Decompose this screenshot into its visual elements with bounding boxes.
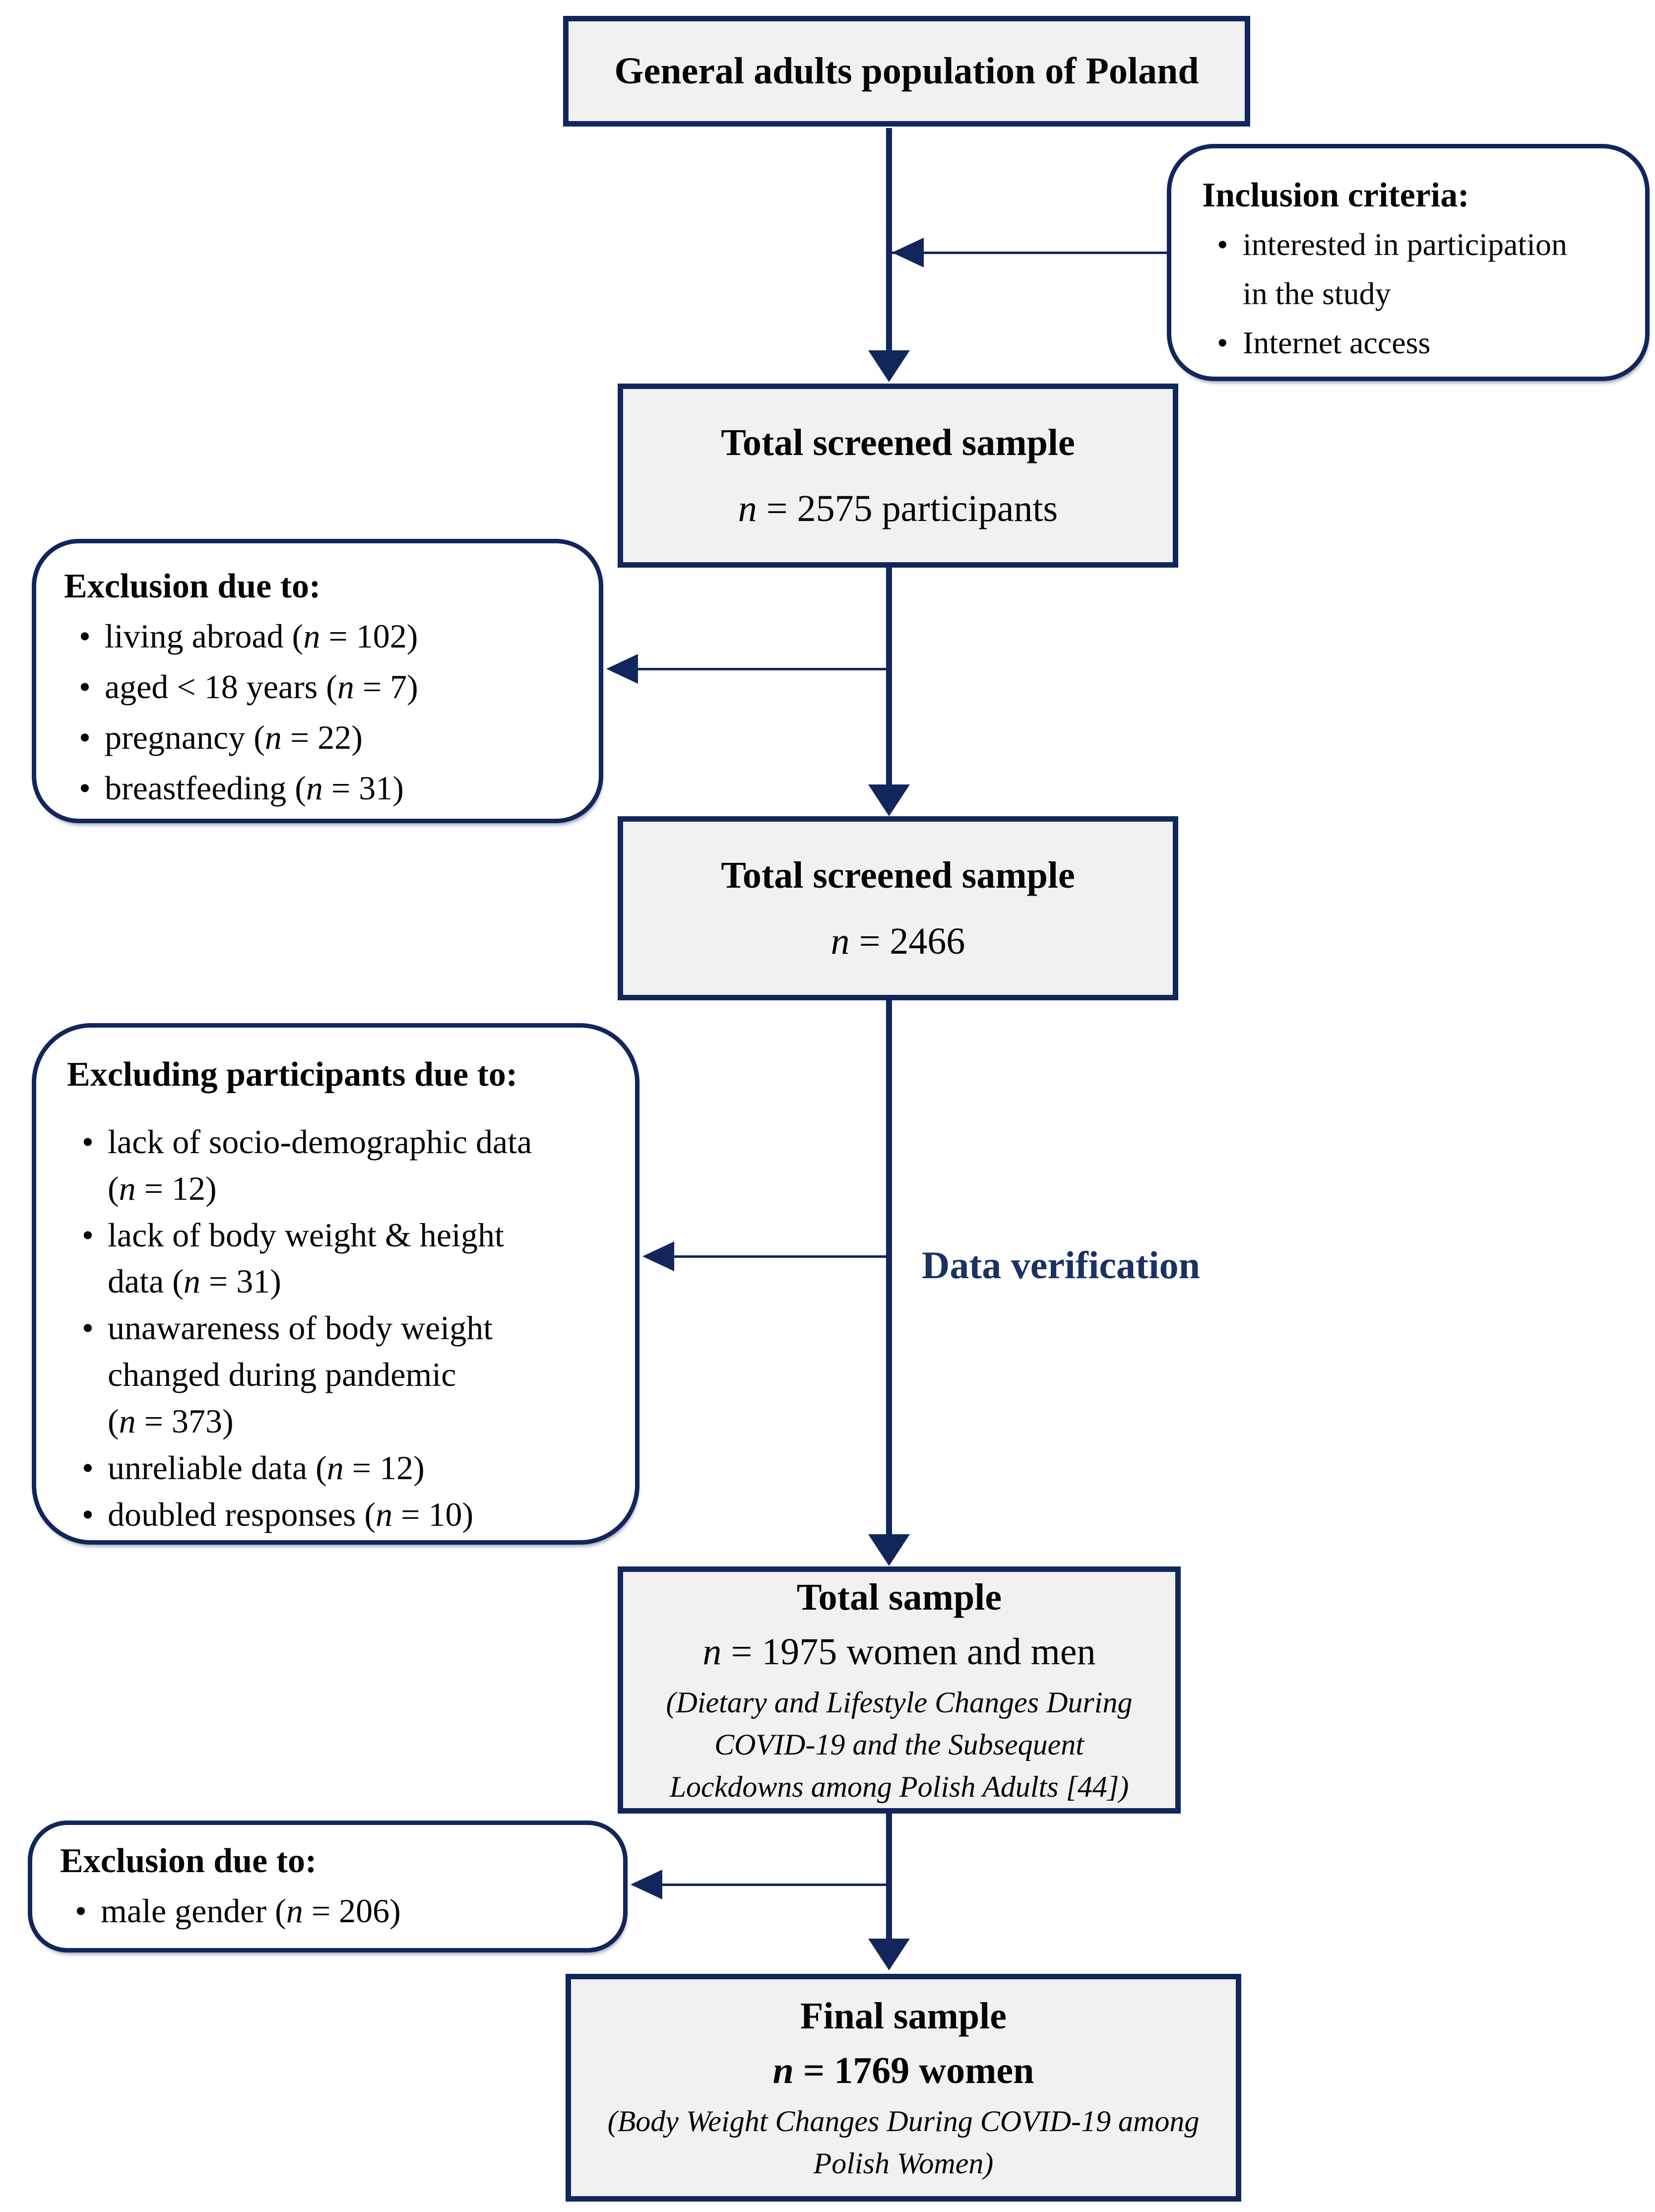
arrowhead-down-4 — [868, 1939, 910, 1970]
final-sample-box: Final sample n = 1769 women (Body Weight… — [566, 1974, 1241, 2202]
exclusion-2-bullet: • doubled responses (n = 10) — [82, 1492, 622, 1538]
exclusion-box-1: Exclusion due to: • living abroad (n = 1… — [32, 539, 603, 823]
exclusion-3-bullet: • male gender (n = 206) — [75, 1886, 610, 1936]
bullet-icon: • — [79, 668, 91, 706]
exclusion-1-bullet: • living abroad (n = 102) — [79, 611, 586, 661]
final-sample-title: Final sample — [800, 1995, 1007, 2037]
total-sample-title: Total sample — [796, 1576, 1002, 1618]
bullet-icon: • — [79, 617, 91, 655]
connector-exclusion-3 — [662, 1884, 886, 1886]
inclusion-bullet: • Internet access — [1217, 318, 1631, 367]
population-box-title: General adults population of Poland — [614, 50, 1199, 92]
bullet-icon: • — [82, 1123, 94, 1161]
exclusion-box-2: Excluding participants due to: • lack of… — [32, 1023, 639, 1545]
exclusion-2-bullet: • lack of socio-demographic data(n = 12) — [82, 1119, 622, 1212]
bullet-icon: • — [82, 1495, 94, 1533]
inclusion-criteria-box: Inclusion criteria: • interested in part… — [1167, 144, 1650, 381]
population-box: General adults population of Poland — [563, 16, 1250, 127]
total-sample-box: Total sample n = 1975 women and men (Die… — [618, 1566, 1181, 1814]
exclusion-2-bullet-text: lack of socio-demographic data(n = 12) — [108, 1123, 532, 1207]
total-sample-n: n = 1975 women and men — [702, 1631, 1096, 1673]
exclusion-1-bullet-text: pregnancy (n = 22) — [105, 718, 363, 756]
bullet-icon: • — [82, 1309, 94, 1347]
bullet-icon: • — [75, 1892, 87, 1930]
bullet-icon: • — [1217, 227, 1228, 262]
arrowhead-left-inclusion — [892, 238, 924, 267]
flow-line-segment-1 — [886, 128, 892, 350]
exclusion-2-bullet-text: unreliable data (n = 12) — [108, 1448, 425, 1487]
exclusion-box-1-title: Exclusion due to: — [64, 567, 321, 605]
exclusion-1-bullet-text: living abroad (n = 102) — [105, 617, 418, 655]
arrowhead-left-exclusion-3 — [631, 1870, 662, 1899]
exclusion-box-3-title: Exclusion due to: — [60, 1842, 317, 1880]
flow-line-segment-3 — [886, 1000, 892, 1534]
screened-sample-2-title: Total screened sample — [721, 854, 1075, 896]
connector-inclusion — [892, 252, 1167, 254]
screened-sample-1-title: Total screened sample — [721, 421, 1075, 463]
connector-exclusion-1 — [638, 668, 886, 670]
screened-sample-1-n: n = 2575 participants — [738, 487, 1058, 529]
arrowhead-left-exclusion-1 — [606, 654, 638, 684]
exclusion-2-bullet: • unreliable data (n = 12) — [82, 1445, 622, 1492]
screened-sample-box-1: Total screened sample n = 2575 participa… — [618, 384, 1178, 568]
arrowhead-down-1 — [868, 350, 910, 382]
data-verification-label: Data verification — [922, 1243, 1201, 1287]
exclusion-1-bullet: • aged < 18 years (n = 7) — [79, 661, 586, 712]
connector-exclusion-2 — [674, 1255, 886, 1258]
final-sample-subtitle: (Body Weight Changes During COVID-19 amo… — [607, 2104, 1200, 2180]
final-sample-n: n = 1769 women — [772, 2050, 1034, 2092]
bullet-icon: • — [82, 1216, 94, 1254]
inclusion-criteria-title: Inclusion criteria: — [1202, 176, 1469, 214]
bullet-icon: • — [79, 718, 91, 756]
bullet-icon: • — [79, 769, 91, 807]
flow-line-segment-4 — [886, 1814, 892, 1939]
inclusion-bullet-text: Internet access — [1243, 325, 1431, 361]
flow-line-segment-2 — [886, 568, 892, 786]
exclusion-1-bullet: • breastfeeding (n = 31) — [79, 763, 586, 813]
screened-sample-2-n: n = 2466 — [830, 920, 965, 962]
bullet-icon: • — [82, 1448, 94, 1487]
screened-sample-box-2: Total screened sample n = 2466 — [618, 816, 1178, 1000]
exclusion-1-bullet-text: aged < 18 years (n = 7) — [105, 668, 418, 706]
exclusion-3-bullet-text: male gender (n = 206) — [101, 1892, 401, 1930]
arrowhead-left-exclusion-2 — [642, 1241, 674, 1271]
arrowhead-down-3 — [868, 1534, 910, 1566]
exclusion-1-bullet: • pregnancy (n = 22) — [79, 712, 586, 763]
exclusion-box-2-title: Excluding participants due to: — [67, 1055, 518, 1094]
bullet-icon: • — [1217, 325, 1228, 361]
arrowhead-down-2 — [868, 784, 910, 816]
exclusion-1-bullet-text: breastfeeding (n = 31) — [105, 769, 404, 807]
exclusion-2-bullet-text: doubled responses (n = 10) — [108, 1495, 474, 1533]
exclusion-box-3: Exclusion due to: • male gender (n = 206… — [28, 1821, 628, 1952]
